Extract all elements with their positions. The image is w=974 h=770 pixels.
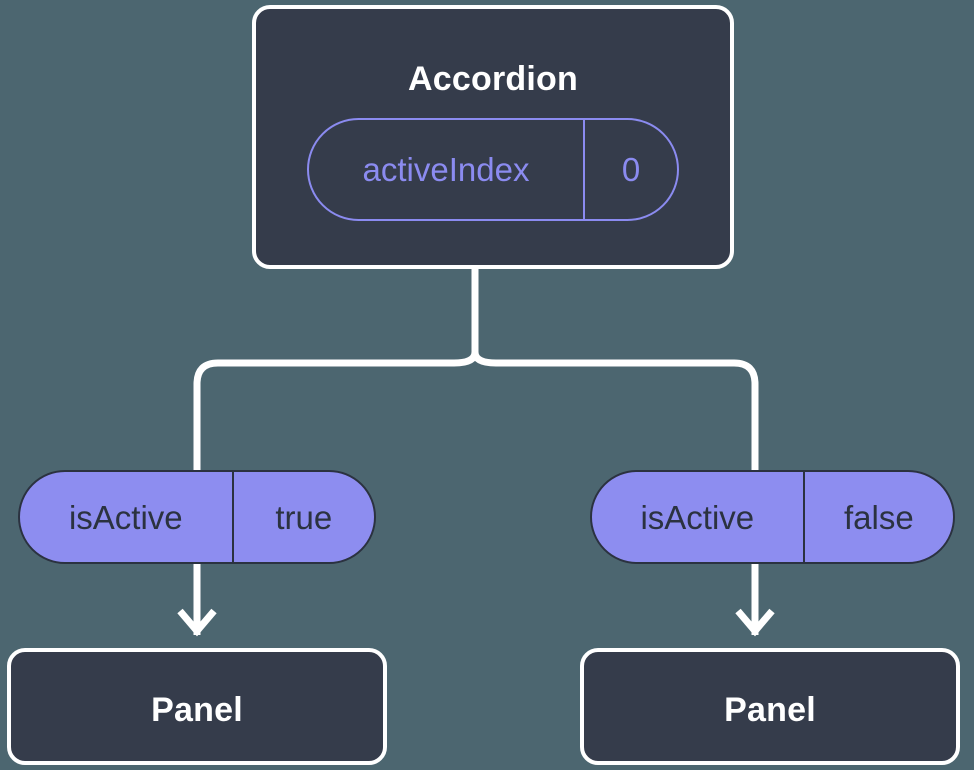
panel-node-left[interactable]: Panel: [7, 648, 387, 765]
prop-pill-is-active-true[interactable]: isActive true: [18, 470, 376, 564]
state-pill-active-index-value: 0: [583, 120, 677, 219]
panel-node-left-title: Panel: [151, 691, 243, 729]
left-panel-arrow-head-icon: [177, 608, 217, 637]
prop-pill-is-active-false-value: false: [802, 472, 953, 562]
prop-pill-is-active-true-key: isActive: [68, 498, 183, 536]
prop-pill-is-active-false[interactable]: isActive false: [590, 470, 955, 564]
panel-node-right[interactable]: Panel: [580, 648, 960, 765]
right-branch-connector: [471, 351, 759, 470]
state-pill-active-index[interactable]: activeIndex 0: [307, 118, 679, 221]
left-branch-connector: [193, 351, 479, 470]
panel-node-right-title: Panel: [724, 691, 816, 729]
prop-pill-is-active-true-value: true: [231, 472, 374, 562]
state-pill-active-index-key: activeIndex: [362, 151, 530, 188]
right-panel-arrow-head-icon: [735, 608, 775, 637]
accordion-node-title: Accordion: [408, 60, 578, 98]
prop-pill-is-active-false-key: isActive: [640, 498, 755, 536]
